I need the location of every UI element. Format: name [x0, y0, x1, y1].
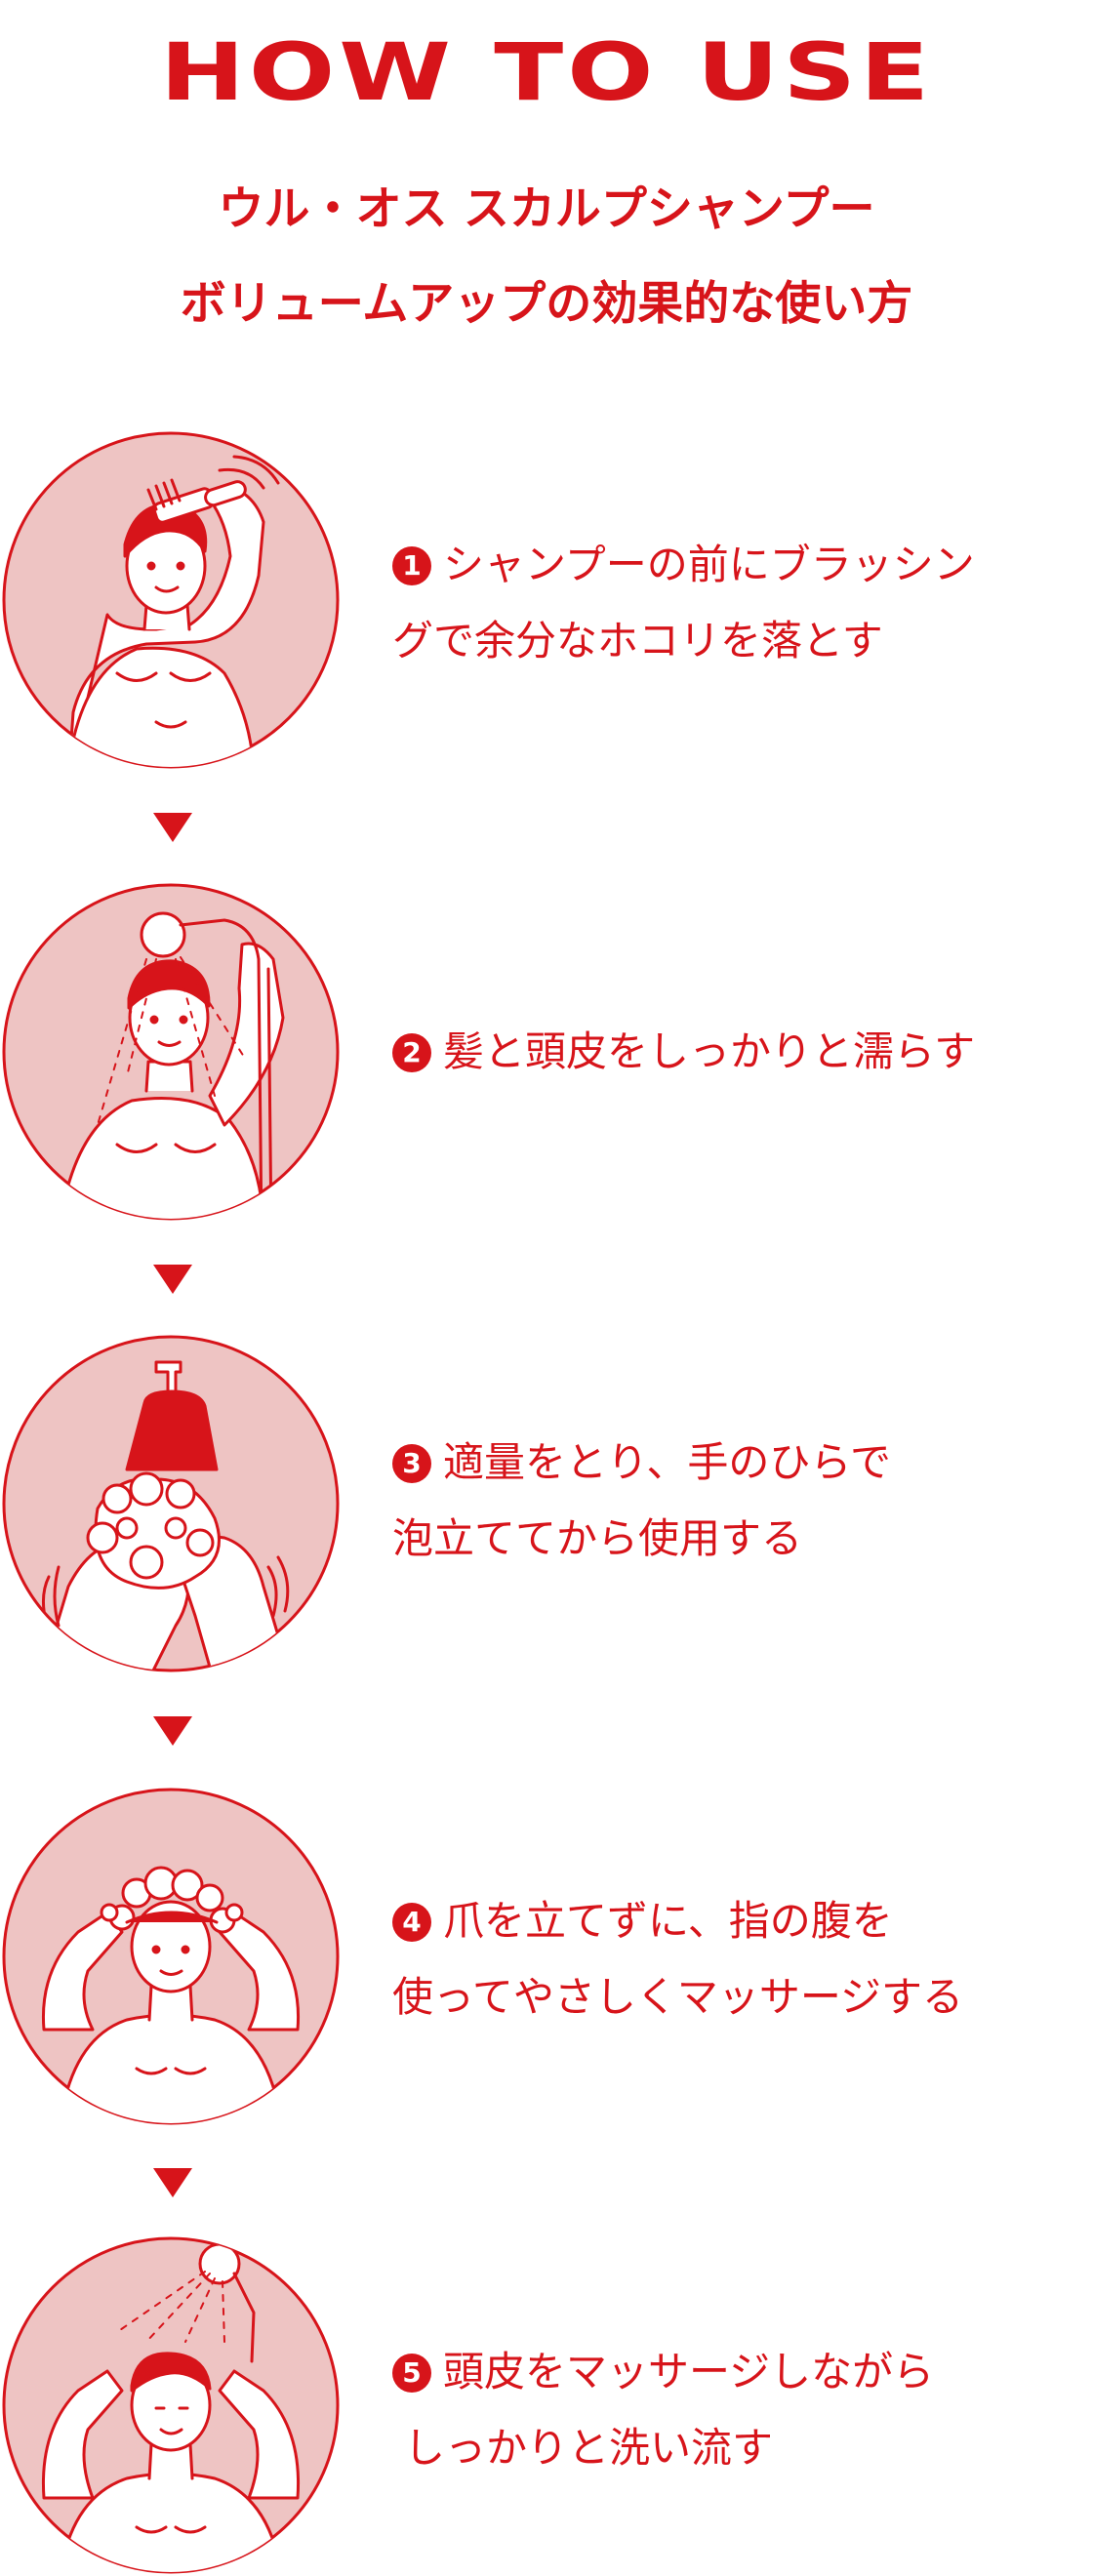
step-5-line2: しっかりと洗い流す — [404, 2424, 774, 2472]
step-4-massaging-illustration — [2, 1788, 340, 2125]
page-title: HOW TO USE — [159, 25, 934, 119]
step-4-line1: 爪を立てずに、指の腹を — [443, 1897, 893, 1945]
step-3-text: 3 適量をとり、手のひらで 泡立ててから使用する — [392, 1425, 1075, 1577]
step-5-line1: 頭皮をマッサージしながら — [443, 2348, 935, 2395]
step-1-line2: グで余分なホコリを落とす — [392, 617, 883, 664]
step-3-number: 3 — [392, 1444, 431, 1483]
step-1-brushing-illustration — [2, 431, 340, 769]
step-1-line1: シャンプーの前にブラッシン — [443, 541, 975, 588]
step-5-number: 5 — [392, 2354, 431, 2393]
step-2-text: 2 髪と頭皮をしっかりと濡らす — [392, 1014, 1075, 1090]
step-4-text: 4 爪を立てずに、指の腹を 使ってやさしくマッサージする — [392, 1883, 1075, 2035]
arrow-down-icon — [153, 1716, 192, 1746]
step-4-number: 4 — [392, 1903, 431, 1942]
step-2-number: 2 — [392, 1033, 431, 1072]
step-3-line2: 泡立ててから使用する — [392, 1514, 803, 1562]
step-3-line1: 適量をとり、手のひらで — [443, 1438, 892, 1486]
step-5-rinsing-illustration — [2, 2236, 340, 2574]
step-2-line1: 髪と頭皮をしっかりと濡らす — [443, 1027, 976, 1075]
subtitle-usage: ボリュームアップの効果的な使い方 — [180, 277, 913, 331]
step-3-lathering-illustration — [2, 1335, 340, 1672]
arrow-down-icon — [153, 2168, 192, 2197]
subtitle-product-name: ウル・オス スカルプシャンプー — [218, 182, 875, 236]
step-1-number: 1 — [392, 546, 431, 585]
step-1-text: 1 シャンプーの前にブラッシン グで余分なホコリを落とす — [392, 527, 1075, 679]
step-5-text: 5 頭皮をマッサージしながら しっかりと洗い流す — [392, 2334, 1075, 2486]
step-4-line2: 使ってやさしくマッサージする — [392, 1973, 964, 2021]
step-2-wetting-illustration — [2, 883, 340, 1221]
arrow-down-icon — [153, 1265, 192, 1294]
arrow-down-icon — [153, 813, 192, 842]
